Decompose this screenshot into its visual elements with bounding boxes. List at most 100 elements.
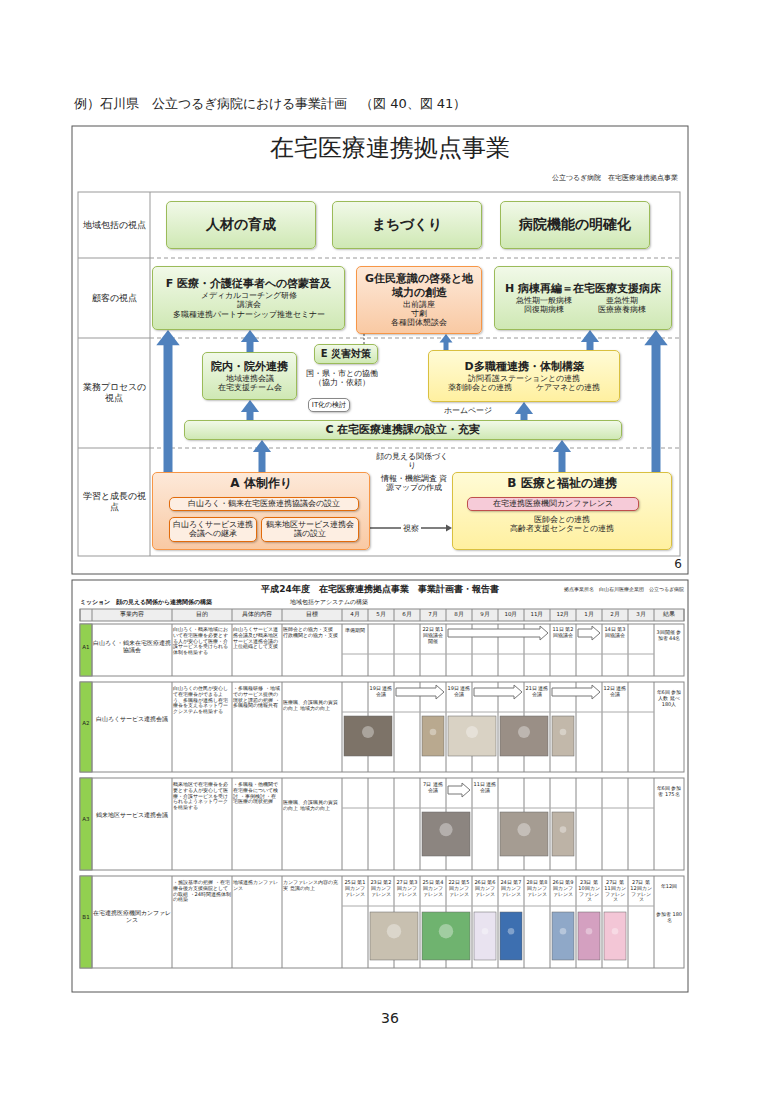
grid-line (282, 682, 283, 772)
box-item: 医療療養病棟 (583, 305, 660, 314)
process-band: C 在宅医療連携課の設立・充実 (184, 420, 622, 440)
grid-line (550, 624, 551, 676)
box-item: 出前講座 (361, 300, 477, 309)
table-cell-text: 7日 連携会議 (421, 782, 445, 794)
table-cell-text: カンファレンス内容の充実 意識の向上 (283, 880, 341, 892)
grid-line (628, 624, 629, 676)
annotation-text: 地域包括ケアシステムの構築 (290, 598, 410, 605)
photo-figure (482, 928, 489, 935)
photo-figure (560, 928, 567, 935)
box-heading: C 在宅医療連携課の設立・充実 (189, 423, 617, 437)
grid-line (78, 258, 150, 259)
grid-line (628, 876, 629, 968)
flow-arrow (241, 400, 259, 420)
photo-figure (439, 823, 452, 836)
photo-figure (517, 823, 530, 836)
grid-line (150, 338, 680, 339)
grid-line (654, 876, 655, 968)
grid-line (420, 778, 421, 870)
grid-line (498, 876, 499, 968)
grid-line (282, 624, 283, 676)
grid-line (654, 609, 655, 621)
grid-line (550, 609, 551, 621)
photo-thumbnail (344, 716, 392, 756)
grid-line (368, 609, 369, 621)
table-cell-text: 目標 (283, 611, 341, 617)
schedule-arrow (448, 626, 548, 640)
flow-arrow (553, 440, 571, 472)
strategy-box: F 医療・介護従事者への啓蒙普及メディカルコーチング研修講演会多職種連携パートナ… (152, 266, 345, 330)
table-cell-text: 年12回 (655, 884, 683, 890)
annotation-text: 36 (370, 1010, 410, 1027)
photo-figure (430, 729, 437, 736)
table-cell-text: 27日 第11回カンファレンス (603, 880, 627, 903)
grid-line (150, 448, 680, 449)
box-heading: 鶴来地区サービス連携会議の設立 (264, 520, 356, 539)
grid-line (602, 609, 603, 621)
grid-line (576, 778, 577, 870)
photo-thumbnail (422, 716, 444, 756)
grid-line (368, 778, 369, 870)
table-cell-text: 白山ろく・鶴来地域において在宅医療を必要とする人が安心して医療・介護サービスを受… (173, 627, 231, 656)
table-cell-text: 12日 連携会議 (603, 686, 627, 698)
grid-line (232, 624, 233, 676)
grid-line (342, 609, 343, 621)
annotation-text: 公立つるぎ病院 在宅医療連携拠点事業 (470, 174, 678, 182)
photo-figure (387, 924, 401, 938)
grid-line (524, 876, 525, 968)
grid-line (394, 682, 395, 772)
table-cell-text: 12月 (551, 611, 575, 617)
grid-frame (78, 192, 680, 556)
arrow-head (515, 402, 533, 414)
grid-line (342, 624, 343, 676)
schedule-arrow (578, 626, 600, 640)
table-cell-text: 目的 (173, 611, 231, 617)
grid-line (172, 778, 173, 870)
grid-line (550, 682, 551, 772)
box-heading: E 災害対策 (317, 348, 375, 361)
box-item: 多職種連携パートナーシップ推進セミナー (157, 310, 340, 319)
grid-line (420, 609, 421, 621)
table-block (80, 682, 684, 772)
photo-thumbnail (552, 716, 574, 756)
photo-figure (439, 924, 453, 938)
grid-line (576, 609, 577, 621)
figure-frame (72, 580, 688, 992)
photo-figure (518, 726, 530, 738)
grid-line (602, 682, 603, 772)
table-cell-text: 年6回 参加人数 延べ180人 (655, 690, 683, 707)
grid-line (80, 609, 81, 621)
grid-line (654, 778, 655, 870)
process-box: IT化の検討 (308, 398, 350, 412)
grid-line (472, 778, 473, 870)
grid-line (78, 448, 150, 449)
grid-line (150, 258, 680, 259)
task-box: 鶴来地区サービス連携会議の設立 (261, 517, 359, 542)
grid-line (576, 876, 577, 968)
grid-line (576, 624, 577, 676)
box-item: 回復期病棟 (506, 305, 583, 314)
table-cell-text: 27日 第3回カンファレンス (395, 880, 419, 897)
grid-line (628, 609, 629, 621)
foundation-box: B 医療と福祉の連携医師会との連携高齢者支援センターとの連携在宅連携医療機関カン… (452, 472, 672, 550)
table-cell-text: 年6回 参加者 175名 (655, 786, 683, 798)
perspective-band: 地域包括の視点人材の育成まちづくり病院機能の明確化 (78, 192, 680, 258)
table-cell-text: 具体的内容 (233, 611, 281, 617)
photo-figure (612, 928, 619, 935)
photo-thumbnail (500, 812, 548, 856)
photo-figure (560, 729, 567, 736)
table-code-cell (80, 778, 92, 870)
box-heading: B 医療と福祉の連携 (457, 476, 667, 491)
grid-line (92, 778, 93, 870)
grid-line (92, 609, 93, 621)
grid-line (420, 624, 421, 676)
box-heading: H 病棟再編＝在宅医療支援病床 (499, 282, 667, 296)
table-cell-text: 白山ろく・鶴来在宅医療連携協議会 (93, 640, 171, 654)
box-item: 薬剤師会との連携 (437, 383, 524, 392)
arrow-head (644, 330, 667, 345)
table-block (80, 624, 684, 676)
arrow-head (553, 440, 571, 452)
table-cell-text: 14日 第3回協議会 (603, 627, 627, 639)
grid-line (342, 906, 654, 907)
box-heading: F 医療・介護従事者への啓蒙普及 (157, 277, 340, 291)
